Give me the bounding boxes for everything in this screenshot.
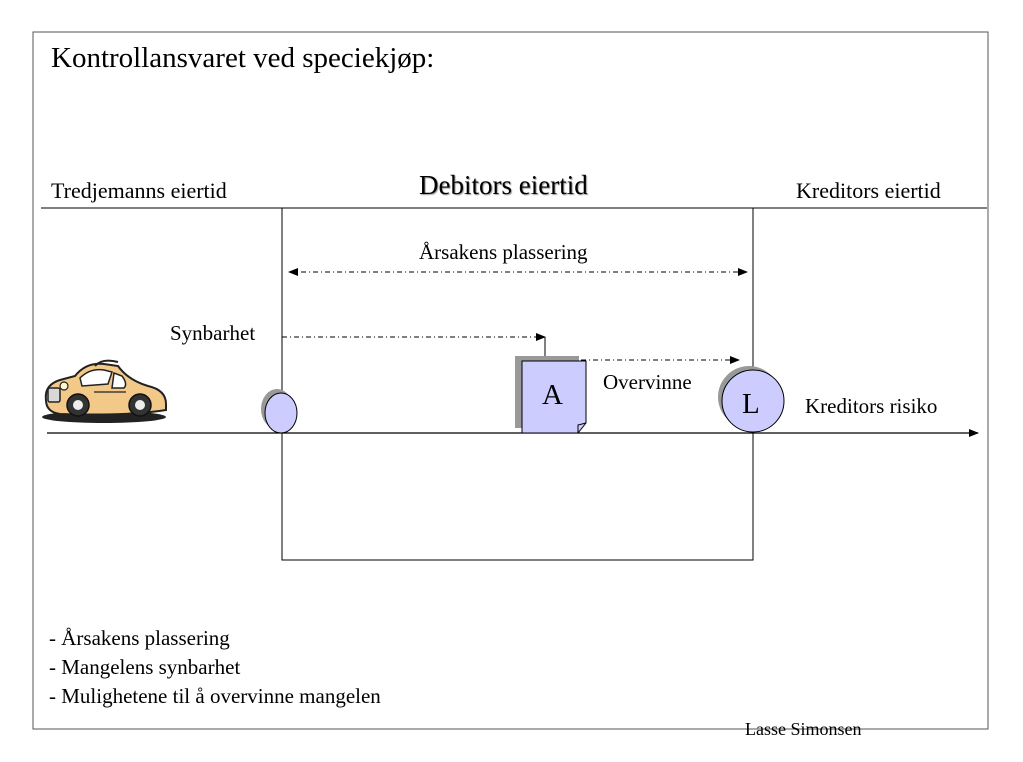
document-fold [577,422,587,433]
bullet-item: - Mangelens synbarhet [49,655,241,679]
visibility-label: Synbarhet [170,321,256,345]
zone-label-third-party: Tredjemanns eiertid [51,178,227,203]
slide-title: Kontrollansvaret ved speciekjøp: [51,42,435,74]
footer-author: Lasse Simonsen [745,719,862,739]
overcome-label: Overvinne [603,370,692,394]
zone-label-creditor: Kreditors eiertid [796,178,941,203]
circle-marker [721,369,785,433]
bullet-item: - Mulighetene til å overvinne mangelen [49,684,381,708]
document-marker [521,360,587,434]
car-icon [42,359,167,423]
cause-location-label: Årsakens plassering [419,240,588,264]
zone-label-debtor: Debitors eiertid [419,170,588,200]
document-letter: A [542,379,563,411]
slide-frame [32,31,989,730]
start-marker [264,392,298,434]
bullet-item: - Årsakens plassering [49,626,230,650]
timeline-label: Kreditors risiko [805,394,938,418]
circle-letter: L [742,388,760,420]
